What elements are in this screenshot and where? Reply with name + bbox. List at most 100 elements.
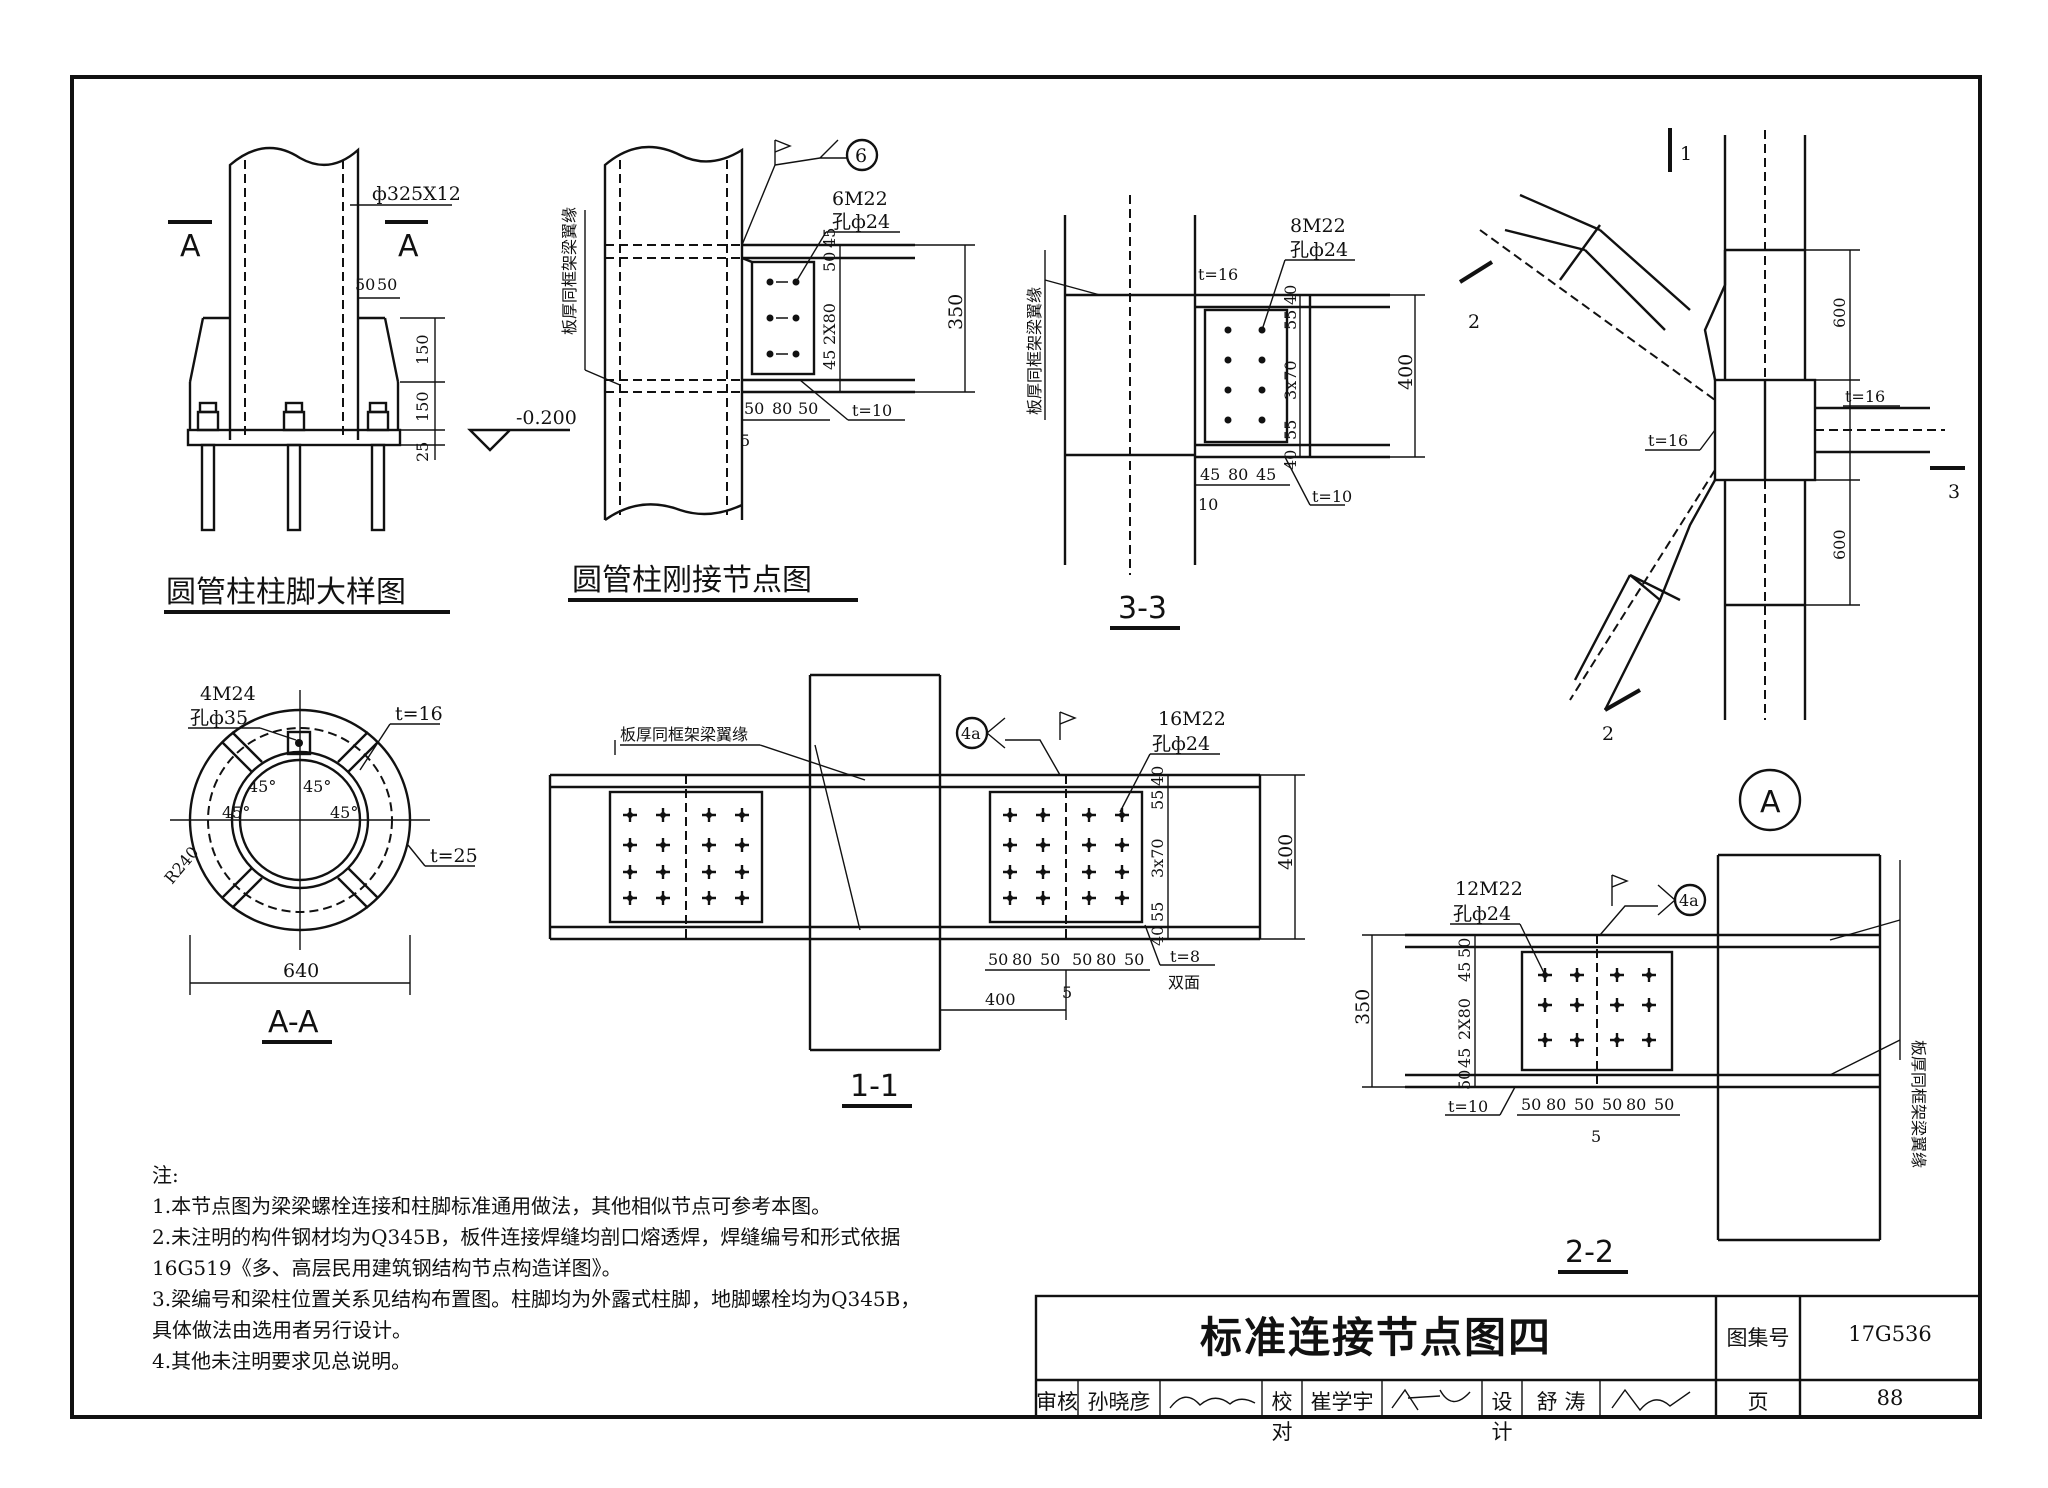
bolt-hole bbox=[1646, 972, 1652, 978]
angle-label: 45° bbox=[248, 777, 276, 796]
dim-h: 80 bbox=[1228, 465, 1248, 484]
note-item: 2.未注明的构件钢材均为Q345B，板件连接焊缝均剖口熔透焊，焊缝编号和形式依据 bbox=[152, 1225, 901, 1249]
bolt-hole bbox=[706, 895, 712, 901]
section-1-1: 板厚同框架梁翼缘 4a 16M22 孔ф24 40 55 3x70 55 40 … bbox=[548, 673, 1305, 1108]
dim-h: 45 bbox=[1256, 465, 1276, 484]
rigid-joint-detail: 板厚同框架梁翼缘 6 6M22 孔ф24 50 45 2X80 45 350 bbox=[560, 138, 975, 602]
bolt-hole bbox=[1614, 1002, 1620, 1008]
atlas-label: 图集号 bbox=[1726, 1326, 1790, 1350]
dim-v: 45 bbox=[1455, 1048, 1474, 1068]
bolt-hole bbox=[1574, 972, 1580, 978]
detail-mark-a bbox=[1738, 768, 1802, 832]
bolt-hole bbox=[739, 869, 745, 875]
review-label: 审核 bbox=[1036, 1390, 1078, 1414]
plate-note-both-sides: 双面 bbox=[1168, 973, 1200, 992]
bolt-spec: 6M22 bbox=[832, 188, 888, 210]
bolt-hole bbox=[739, 895, 745, 901]
plate-thickness: t=10 bbox=[852, 401, 892, 420]
dim-h: 80 bbox=[1012, 950, 1032, 969]
bolt-group bbox=[766, 278, 800, 358]
section-mark-a-right: A bbox=[398, 229, 419, 264]
bolt-hole bbox=[1542, 1037, 1548, 1043]
bolt-hole bbox=[1574, 1037, 1580, 1043]
radius-label: R240 bbox=[161, 843, 203, 888]
bolt-hole bbox=[1542, 1002, 1548, 1008]
dim-depth: 350 bbox=[1352, 989, 1374, 1025]
bolt-hole bbox=[1086, 869, 1092, 875]
weld-ref-callout: 4a bbox=[961, 724, 981, 743]
plate-thickness-top: t=16 bbox=[395, 703, 443, 725]
bolt-group bbox=[623, 808, 1129, 905]
bolt-hole bbox=[1007, 895, 1013, 901]
dim-span: 400 bbox=[985, 990, 1016, 1009]
bolt-hole bbox=[660, 895, 666, 901]
dim-h: 80 bbox=[1096, 950, 1116, 969]
dim-v: 2X80 bbox=[1455, 998, 1474, 1040]
dim-v: 3x70 bbox=[1148, 838, 1167, 878]
bolt-hole bbox=[660, 842, 666, 848]
section-a-a: 45° 45° 45° 45° 4M24 孔ф35 t=16 t=25 R240… bbox=[161, 683, 478, 1044]
check-label: 校对 bbox=[1271, 1390, 1293, 1444]
bolt-spec: 8M22 bbox=[1290, 215, 1346, 237]
reviewer-name: 孙晓彦 bbox=[1087, 1390, 1151, 1414]
reviewer-signature bbox=[1169, 1396, 1256, 1409]
dim-h: 50 bbox=[1602, 1095, 1622, 1114]
bolt-hole bbox=[1119, 869, 1125, 875]
dim-25: 25 bbox=[413, 442, 432, 462]
bolt-hole bbox=[1119, 895, 1125, 901]
bolt-hole bbox=[627, 842, 633, 848]
hole-spec: 孔ф24 bbox=[832, 211, 890, 233]
dim-v: 50 bbox=[1455, 938, 1474, 958]
dim-h: 80 bbox=[1546, 1095, 1566, 1114]
plate-thickness: t=10 bbox=[1448, 1097, 1488, 1116]
hole-spec: 孔ф35 bbox=[190, 707, 248, 729]
bolt-hole bbox=[1007, 869, 1013, 875]
dim-depth: 400 bbox=[1395, 354, 1417, 390]
angle-label: 45° bbox=[303, 777, 331, 796]
dim-v: 55 bbox=[1281, 310, 1300, 330]
plate-note: 板厚同框架梁翼缘 bbox=[1909, 1040, 1928, 1168]
bolt-hole bbox=[660, 869, 666, 875]
bolt-hole bbox=[1007, 842, 1013, 848]
title-section-2-2: 2-2 bbox=[1565, 1235, 1614, 1270]
dim-h: 50 bbox=[988, 950, 1008, 969]
dim-150: 150 bbox=[413, 391, 432, 422]
bolt-hole bbox=[1119, 842, 1125, 848]
checker-signature bbox=[1391, 1388, 1471, 1411]
dim-h: 50 bbox=[1040, 950, 1060, 969]
dim-v: 55 bbox=[1148, 790, 1167, 810]
bolt-hole bbox=[739, 812, 745, 818]
weld-ref-callout: 6 bbox=[855, 145, 867, 167]
section-mark-2: 2 bbox=[1468, 311, 1480, 333]
dim-v: 40 bbox=[1281, 285, 1300, 305]
bolt-hole bbox=[706, 869, 712, 875]
notes-heading: 注: bbox=[152, 1163, 179, 1187]
dim-gap: 5 bbox=[740, 431, 750, 450]
bolt-hole bbox=[1119, 812, 1125, 818]
bolt-hole bbox=[1574, 1002, 1580, 1008]
dim-v: 3x70 bbox=[1281, 360, 1300, 400]
designer-signature bbox=[1611, 1388, 1691, 1412]
dim-600: 600 bbox=[1830, 529, 1849, 560]
note-item: 具体做法由选用者另行设计。 bbox=[152, 1318, 412, 1342]
section-mark-1: 1 bbox=[1680, 143, 1692, 165]
general-notes: 注: 1.本节点图为梁梁螺栓连接和柱脚标准通用做法，其他相似节点可参考本图。 2… bbox=[152, 1160, 1032, 1377]
plate-note: 板厚同框架梁翼缘 bbox=[620, 725, 748, 744]
bolt-group bbox=[1224, 326, 1266, 424]
note-item: 16G519《多、高层民用建筑钢结构节点构造详图》。 bbox=[152, 1256, 622, 1280]
hole-spec: 孔ф24 bbox=[1290, 239, 1348, 261]
dim-v: 50 bbox=[820, 252, 839, 272]
dim-h: 45 bbox=[1200, 465, 1220, 484]
dim-v: 45 bbox=[1455, 962, 1474, 982]
note-item: 4.其他未注明要求见总说明。 bbox=[152, 1349, 412, 1373]
section-mark-a-left: A bbox=[180, 229, 201, 264]
bolt-spec: 12M22 bbox=[1455, 878, 1523, 900]
bolt-hole bbox=[706, 842, 712, 848]
dim-50: 50 bbox=[377, 275, 397, 294]
plate-thickness: t=8 bbox=[1170, 947, 1200, 966]
checker-name: 崔学宇 bbox=[1310, 1390, 1374, 1414]
dim-h: 50 bbox=[798, 399, 818, 418]
section-mark-3: 3 bbox=[1948, 481, 1960, 503]
dim-h: 50 bbox=[1521, 1095, 1541, 1114]
